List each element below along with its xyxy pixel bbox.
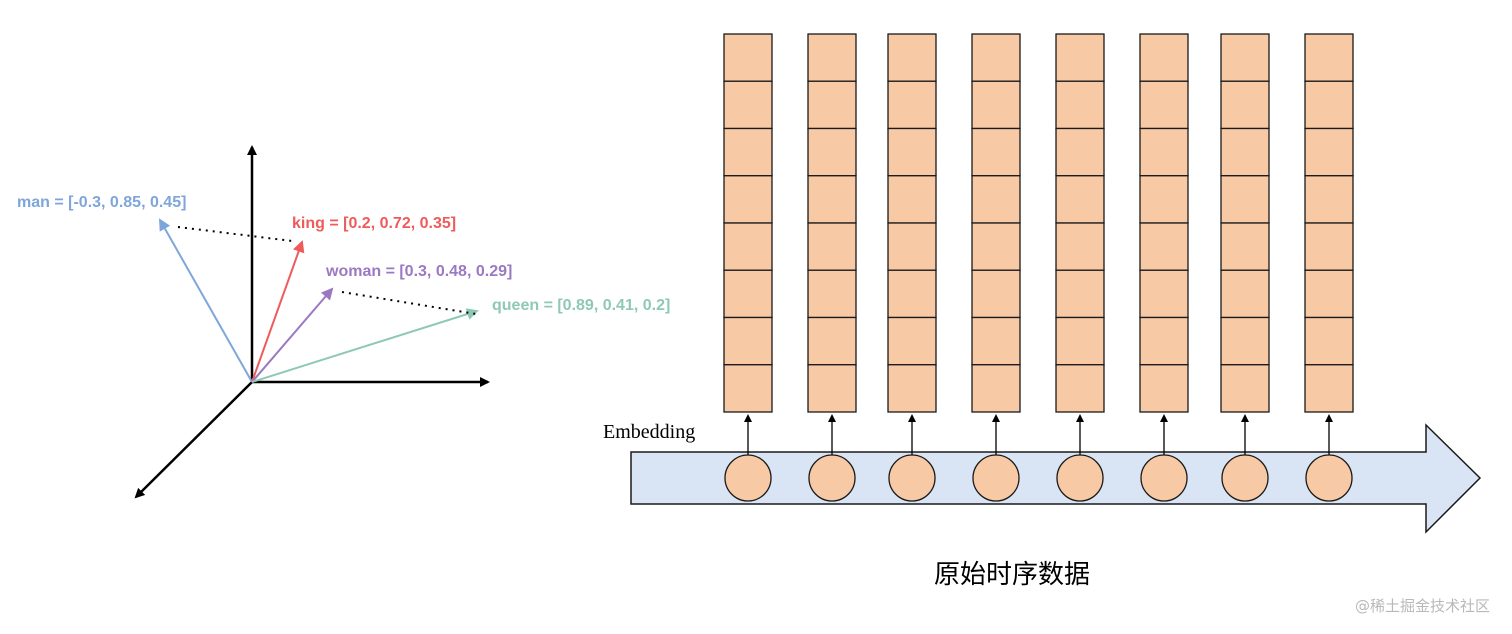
embedding-cell	[1304, 364, 1354, 413]
embedding-cell	[807, 80, 857, 130]
embedding-cell	[1220, 364, 1270, 413]
embedding-cell	[723, 269, 773, 319]
embedding-cell	[1139, 175, 1189, 224]
embedding-cell	[723, 127, 773, 177]
embedding-column	[807, 33, 857, 502]
embedding-cell	[1055, 222, 1105, 271]
sequence-node-circle	[1140, 454, 1188, 502]
sequence-node-circle	[808, 454, 856, 502]
embedding-cell	[807, 269, 857, 319]
embedding-panel: Embedding 原始时序数据	[603, 33, 1482, 589]
embedding-cell	[1304, 222, 1354, 271]
woman-vector-arrow	[251, 287, 334, 383]
woman-queen-dotted-link	[341, 291, 477, 315]
embedding-cell	[807, 364, 857, 413]
embedding-cell	[1220, 222, 1270, 271]
embedding-cell	[887, 364, 937, 413]
man-vector-label: man = [-0.3, 0.85, 0.45]	[17, 194, 186, 211]
embedding-column	[1139, 33, 1189, 502]
sequence-node-circle	[888, 454, 936, 502]
embedding-cell	[1304, 175, 1354, 224]
embedding-cell	[887, 222, 937, 271]
embedding-column	[1055, 33, 1105, 502]
embedding-cell	[1220, 316, 1270, 366]
embedding-column	[887, 33, 937, 502]
woman-vector-label: woman = [0.3, 0.48, 0.29]	[325, 263, 512, 280]
embedding-cell	[1220, 127, 1270, 177]
embedding-cell	[1304, 80, 1354, 130]
queen-vector-label: queen = [0.89, 0.41, 0.2]	[492, 297, 670, 314]
embedding-cell	[887, 127, 937, 177]
embedding-cell	[807, 316, 857, 366]
embedding-cell	[1304, 316, 1354, 366]
embedding-column	[1220, 33, 1270, 502]
queen-vector-arrow	[251, 308, 479, 383]
sequence-node-circle	[1056, 454, 1104, 502]
embedding-cell	[723, 80, 773, 130]
watermark-text: @稀土掘金技术社区	[1355, 597, 1490, 615]
embedding-cell	[1139, 80, 1189, 130]
embedding-cell	[1304, 269, 1354, 319]
embedding-cell	[1220, 80, 1270, 130]
embedding-cell	[1055, 33, 1105, 82]
embedding-cell	[1055, 316, 1105, 366]
man-king-dotted-link	[177, 226, 293, 242]
embedding-cell	[807, 175, 857, 224]
embedding-cell	[971, 222, 1021, 271]
embedding-cell	[1055, 269, 1105, 319]
embedding-cell	[1304, 33, 1354, 82]
embedding-cell	[1139, 364, 1189, 413]
embedding-cell	[723, 316, 773, 366]
embedding-column	[971, 33, 1021, 502]
embedding-label: Embedding	[603, 421, 695, 443]
embedding-cell	[807, 127, 857, 177]
embedding-cell	[887, 80, 937, 130]
embedding-cell	[971, 269, 1021, 319]
king-vector-label: king = [0.2, 0.72, 0.35]	[292, 215, 456, 232]
embedding-cell	[1139, 222, 1189, 271]
embedding-cell	[723, 175, 773, 224]
embedding-column	[1304, 33, 1354, 502]
embedding-cell	[971, 33, 1021, 82]
embedding-cell	[1055, 175, 1105, 224]
embedding-cell	[807, 33, 857, 82]
embedding-cell	[1139, 127, 1189, 177]
embedding-cell	[723, 222, 773, 271]
raw-time-series-caption: 原始时序数据	[934, 560, 1090, 589]
embedding-cell	[887, 175, 937, 224]
embedding-cell	[971, 127, 1021, 177]
embedding-cell	[971, 316, 1021, 366]
sequence-node-circle	[1221, 454, 1269, 502]
embedding-cell	[971, 80, 1021, 130]
embedding-cell	[1139, 269, 1189, 319]
embedding-cell	[1220, 175, 1270, 224]
sequence-node-circle	[1305, 454, 1353, 502]
z-axis	[134, 381, 253, 499]
embedding-cell	[887, 33, 937, 82]
embedding-cell	[1139, 33, 1189, 82]
sequence-node-circle	[724, 454, 772, 502]
embedding-cell	[723, 364, 773, 413]
embedding-column	[723, 33, 773, 502]
vector-space-panel: man = [-0.3, 0.85, 0.45] king = [0.2, 0.…	[17, 145, 670, 499]
embedding-cell	[1220, 33, 1270, 82]
time-sequence-band-arrow	[630, 423, 1482, 534]
embedding-cell	[887, 316, 937, 366]
embedding-cell	[971, 364, 1021, 413]
sequence-node-circle	[972, 454, 1020, 502]
embedding-cell	[971, 175, 1021, 224]
embedding-cell	[723, 33, 773, 82]
embedding-cell	[1139, 316, 1189, 366]
embedding-cell	[887, 269, 937, 319]
embedding-cell	[1055, 127, 1105, 177]
man-vector-arrow	[159, 218, 253, 383]
embedding-cell	[1304, 127, 1354, 177]
embedding-cell	[1055, 364, 1105, 413]
embedding-cell	[807, 222, 857, 271]
embedding-cell	[1055, 80, 1105, 130]
embedding-cell	[1220, 269, 1270, 319]
king-vector-arrow	[251, 240, 305, 383]
